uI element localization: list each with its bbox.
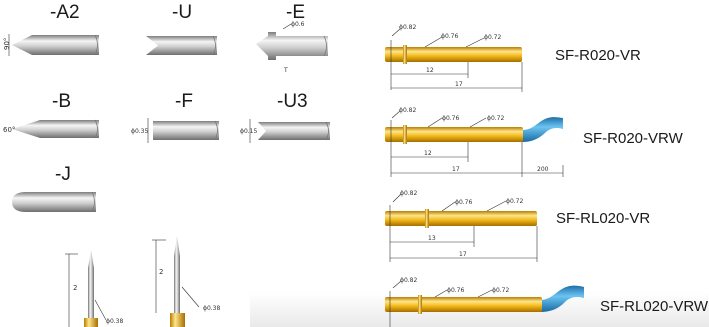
model-4-dia-c: ϕ0.72: [492, 287, 510, 294]
tip-e-dia: ϕ0.6: [291, 21, 305, 28]
model-2-len-a: 12: [424, 150, 432, 157]
model-1-len-total: 17: [455, 81, 463, 88]
tip-e: -E ϕ0.6 T: [256, 2, 328, 74]
model-3-name: SF-RL020-VR: [556, 210, 650, 227]
model-3-dia-c: ϕ0.72: [506, 198, 524, 205]
probe-closeup-right: 2 ϕ0.38: [152, 236, 221, 327]
tip-f-dia: ϕ0.35: [131, 128, 149, 135]
model-2-name: SF-R020-VRW: [583, 130, 684, 147]
model-4-dia-b: ϕ0.76: [447, 287, 465, 294]
model-3-dia-b: ϕ0.76: [455, 199, 473, 206]
tip-b-angle: 60°: [3, 126, 15, 134]
model-pin-2: ϕ0.82 ϕ0.76 ϕ0.72 12 17 200 SF-R020-VRW: [385, 107, 684, 177]
tip-a2-angle: 90°: [3, 38, 11, 50]
model-2-dia-b: ϕ0.76: [442, 115, 460, 122]
model-4-name: SF-RL020-VRW: [600, 298, 709, 315]
tip-a2-code: -A2: [50, 2, 80, 23]
model-3-len-a: 13: [428, 235, 436, 242]
tip-u-code: -U: [172, 2, 192, 23]
tip-f: -F ϕ0.35: [131, 91, 219, 143]
model-pin-1: ϕ0.82 ϕ0.76 ϕ0.72 12 17 SF-R020-VR: [385, 24, 641, 92]
model-2-dia-a: ϕ0.82: [399, 107, 417, 114]
model-1-dia-c: ϕ0.72: [484, 34, 502, 41]
tip-u3-code: -U3: [277, 91, 308, 112]
model-2-len-wire: 200: [537, 166, 549, 173]
model-2-dia-c: ϕ0.72: [487, 115, 505, 122]
tip-b-code: -B: [52, 91, 71, 112]
model-1-dia-b: ϕ0.76: [441, 33, 459, 40]
model-1-len-a: 12: [426, 67, 434, 74]
closeup-right-dia: ϕ0.38: [203, 305, 221, 312]
model-1-dia-a: ϕ0.82: [399, 24, 417, 31]
tip-e-mark: T: [283, 67, 288, 74]
closeup-left-dia: ϕ0.38: [106, 318, 124, 325]
tip-f-code: -F: [175, 91, 193, 112]
tip-j: -J: [12, 164, 96, 213]
tip-u3-dia: ϕ0.15: [240, 128, 258, 135]
model-pin-3: ϕ0.82 ϕ0.76 ϕ0.72 13 17 SF-RL020-VR: [385, 190, 650, 262]
model-1-name: SF-R020-VR: [555, 47, 641, 64]
model-4-dia-a: ϕ0.82: [400, 277, 418, 284]
closeup-left-length: 2: [73, 284, 77, 292]
tip-u: -U: [146, 2, 217, 56]
closeup-right-length: 2: [159, 268, 163, 276]
tip-j-code: -J: [55, 164, 71, 185]
tip-a2: -A2 90°: [3, 2, 99, 56]
tip-e-code: -E: [286, 2, 305, 23]
probe-closeup-left: 2 ϕ0.38: [65, 250, 124, 327]
tip-b: -B 60°: [3, 91, 99, 139]
model-pin-4: ϕ0.82 ϕ0.76 ϕ0.72 SF-RL020-VRW: [385, 277, 709, 327]
model-2-len-total: 17: [452, 166, 460, 173]
tip-u3: -U3 ϕ0.15: [240, 91, 330, 143]
model-3-len-total: 17: [459, 251, 467, 258]
model-3-dia-a: ϕ0.82: [400, 190, 418, 197]
